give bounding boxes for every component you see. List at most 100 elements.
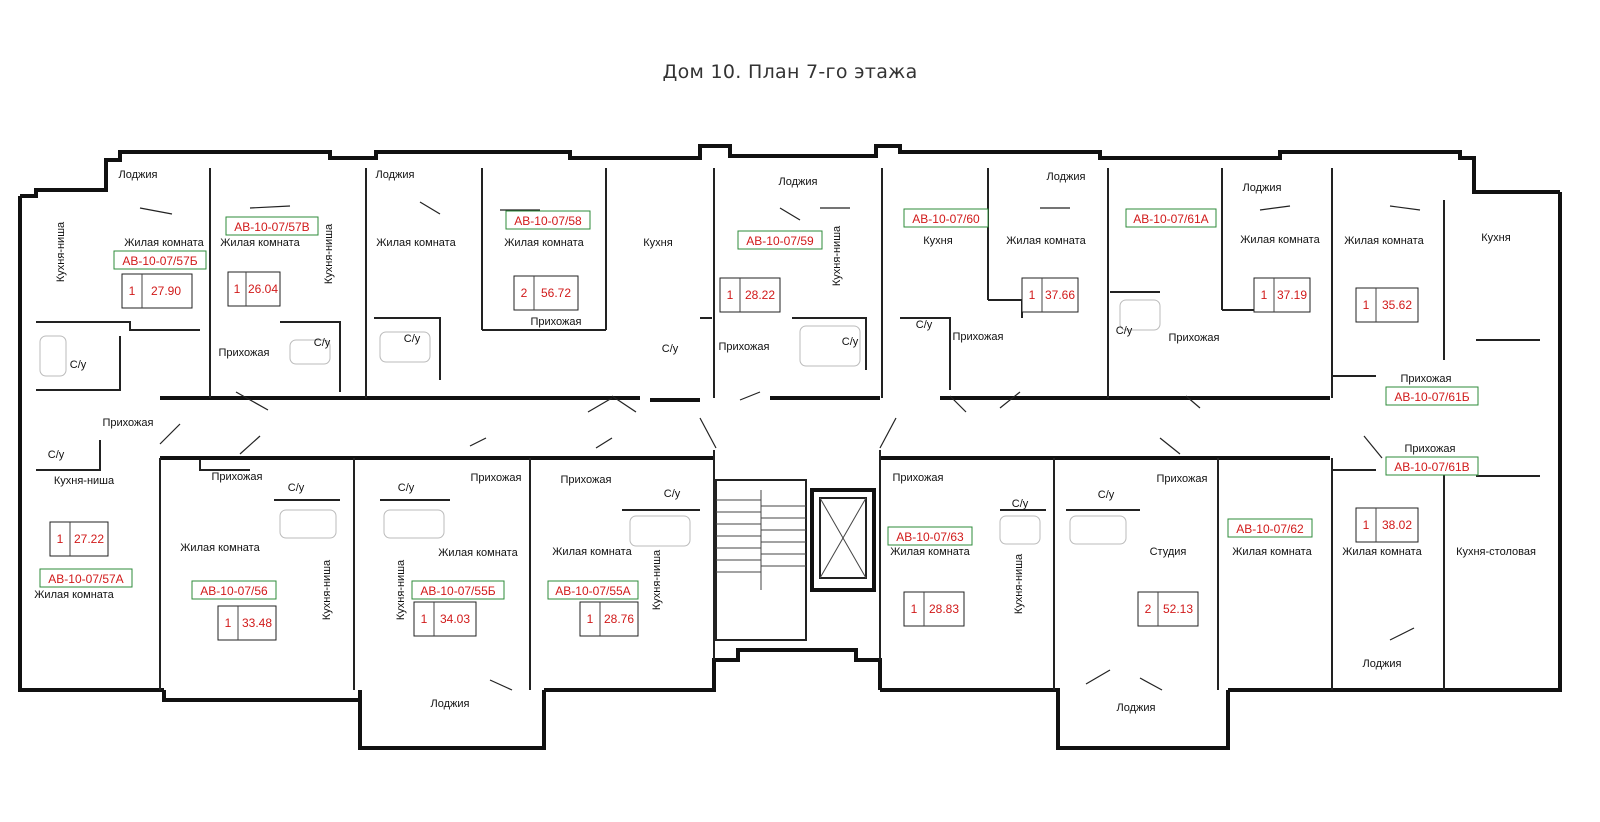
area-box-57b: 1 27.90 (121, 273, 193, 309)
room-label: Прихожая (219, 347, 270, 359)
room-label: Прихожая (103, 417, 154, 429)
room-label: Жилая комната (890, 546, 970, 558)
area-box-57a: 1 27.22 (49, 521, 109, 557)
room-label: Лоджия (1363, 658, 1402, 670)
apt-tag-62[interactable]: АВ-10-07/62 (1227, 518, 1313, 538)
area-box-56: 1 33.48 (217, 605, 277, 641)
apt-tag-55a[interactable]: АВ-10-07/55А (547, 580, 639, 600)
room-label: Жилая комната (1232, 546, 1312, 558)
svg-text:28.22: 28.22 (745, 288, 775, 302)
svg-text:37.66: 37.66 (1045, 288, 1075, 302)
svg-text:1: 1 (1029, 288, 1036, 302)
room-label: Прихожая (1401, 373, 1452, 385)
area-box-55b: 1 34.03 (413, 601, 477, 637)
apartment-tags: АВ-10-07/57Б АВ-10-07/57В АВ-10-07/58 АВ… (39, 208, 1479, 600)
room-label: С/у (48, 449, 65, 461)
svg-text:АВ-10-07/57В: АВ-10-07/57В (234, 220, 309, 234)
area-box-58: 2 56.72 (513, 275, 579, 311)
room-label: Жилая комната (34, 589, 114, 601)
apt-tag-59[interactable]: АВ-10-07/59 (737, 230, 823, 250)
svg-text:35.62: 35.62 (1382, 298, 1412, 312)
room-label: Лоджия (376, 169, 415, 181)
svg-text:1: 1 (1261, 288, 1268, 302)
svg-text:56.72: 56.72 (541, 286, 571, 300)
area-box-57v: 1 26.04 (227, 271, 281, 307)
room-label: Прихожая (1169, 332, 1220, 344)
apt-tag-57b[interactable]: АВ-10-07/57Б (113, 250, 207, 270)
room-label: Прихожая (719, 341, 770, 353)
room-labels: Лоджия Лоджия Лоджия Лоджия Лоджия Лоджи… (34, 169, 1536, 714)
room-label: Лоджия (1047, 171, 1086, 183)
apt-tag-58[interactable]: АВ-10-07/58 (505, 210, 591, 230)
stair-lift-core (699, 417, 897, 641)
room-label: Студия (1150, 546, 1187, 558)
svg-text:1: 1 (587, 612, 594, 626)
room-label: С/у (842, 336, 859, 348)
svg-text:1: 1 (1363, 298, 1370, 312)
svg-text:2: 2 (1145, 602, 1152, 616)
room-label: Прихожая (531, 316, 582, 328)
svg-text:38.02: 38.02 (1382, 518, 1412, 532)
room-label: Прихожая (953, 331, 1004, 343)
room-label: Лоджия (1243, 182, 1282, 194)
apt-tag-61a[interactable]: АВ-10-07/61А (1125, 208, 1217, 228)
room-label: Лоджия (119, 169, 158, 181)
partition-walls-upper (36, 168, 1540, 398)
room-label: Жилая комната (220, 237, 300, 249)
room-label: С/у (664, 488, 681, 500)
apt-tag-63[interactable]: АВ-10-07/63 (887, 526, 973, 546)
area-box-63: 1 28.83 (903, 591, 965, 627)
svg-text:1: 1 (911, 602, 918, 616)
room-label: Прихожая (893, 472, 944, 484)
svg-text:АВ-10-07/59: АВ-10-07/59 (746, 234, 814, 248)
svg-text:34.03: 34.03 (440, 612, 470, 626)
apt-tag-55b[interactable]: АВ-10-07/55Б (411, 580, 505, 600)
apt-tag-60[interactable]: АВ-10-07/60 (903, 208, 989, 228)
svg-text:АВ-10-07/60: АВ-10-07/60 (912, 212, 980, 226)
plan-title: Дом 10. План 7-го этажа (662, 61, 917, 83)
room-label: Кухня-ниша (395, 559, 407, 620)
corridor-walls (160, 396, 1330, 460)
room-label: Жилая комната (1240, 234, 1320, 246)
svg-text:1: 1 (234, 282, 241, 296)
area-box-61v: 1 38.02 (1355, 507, 1419, 543)
room-label: Жилая комната (1342, 546, 1422, 558)
svg-text:33.48: 33.48 (242, 616, 272, 630)
svg-text:АВ-10-07/63: АВ-10-07/63 (896, 530, 964, 544)
svg-text:АВ-10-07/61А: АВ-10-07/61А (1133, 212, 1208, 226)
apt-tag-56[interactable]: АВ-10-07/56 (191, 580, 277, 600)
svg-text:1: 1 (225, 616, 232, 630)
svg-text:АВ-10-07/58: АВ-10-07/58 (514, 214, 582, 228)
area-box-61a: 1 37.19 (1253, 277, 1311, 313)
room-label: С/у (916, 319, 933, 331)
room-label: С/у (662, 343, 679, 355)
room-label: Кухня (1481, 232, 1510, 244)
room-label: Прихожая (561, 474, 612, 486)
room-label: Кухня-ниша (323, 223, 335, 284)
svg-text:37.19: 37.19 (1277, 288, 1307, 302)
exterior-walls (18, 144, 1562, 750)
svg-text:АВ-10-07/62: АВ-10-07/62 (1236, 522, 1304, 536)
apt-tag-57a[interactable]: АВ-10-07/57А (39, 568, 133, 588)
apt-tag-61v[interactable]: АВ-10-07/61В (1385, 456, 1479, 476)
room-label: Жилая комната (438, 547, 518, 559)
room-label: С/у (1098, 489, 1115, 501)
room-label: С/у (404, 333, 421, 345)
svg-text:1: 1 (57, 532, 64, 546)
area-box-59: 1 28.22 (719, 277, 781, 313)
apt-tag-57v[interactable]: АВ-10-07/57В (225, 216, 319, 236)
room-label: Кухня-ниша (55, 221, 67, 282)
svg-text:28.76: 28.76 (604, 612, 634, 626)
room-label: Лоджия (779, 176, 818, 188)
svg-text:1: 1 (421, 612, 428, 626)
svg-text:АВ-10-07/61В: АВ-10-07/61В (1394, 460, 1469, 474)
svg-text:52.13: 52.13 (1163, 602, 1193, 616)
room-label: Прихожая (1157, 473, 1208, 485)
svg-text:АВ-10-07/56: АВ-10-07/56 (200, 584, 268, 598)
room-label: Кухня-ниша (651, 549, 663, 610)
area-box-55a: 1 28.76 (579, 601, 639, 637)
apt-tag-61b[interactable]: АВ-10-07/61Б (1385, 386, 1479, 406)
room-label: Лоджия (1117, 702, 1156, 714)
room-label: С/у (314, 337, 331, 349)
